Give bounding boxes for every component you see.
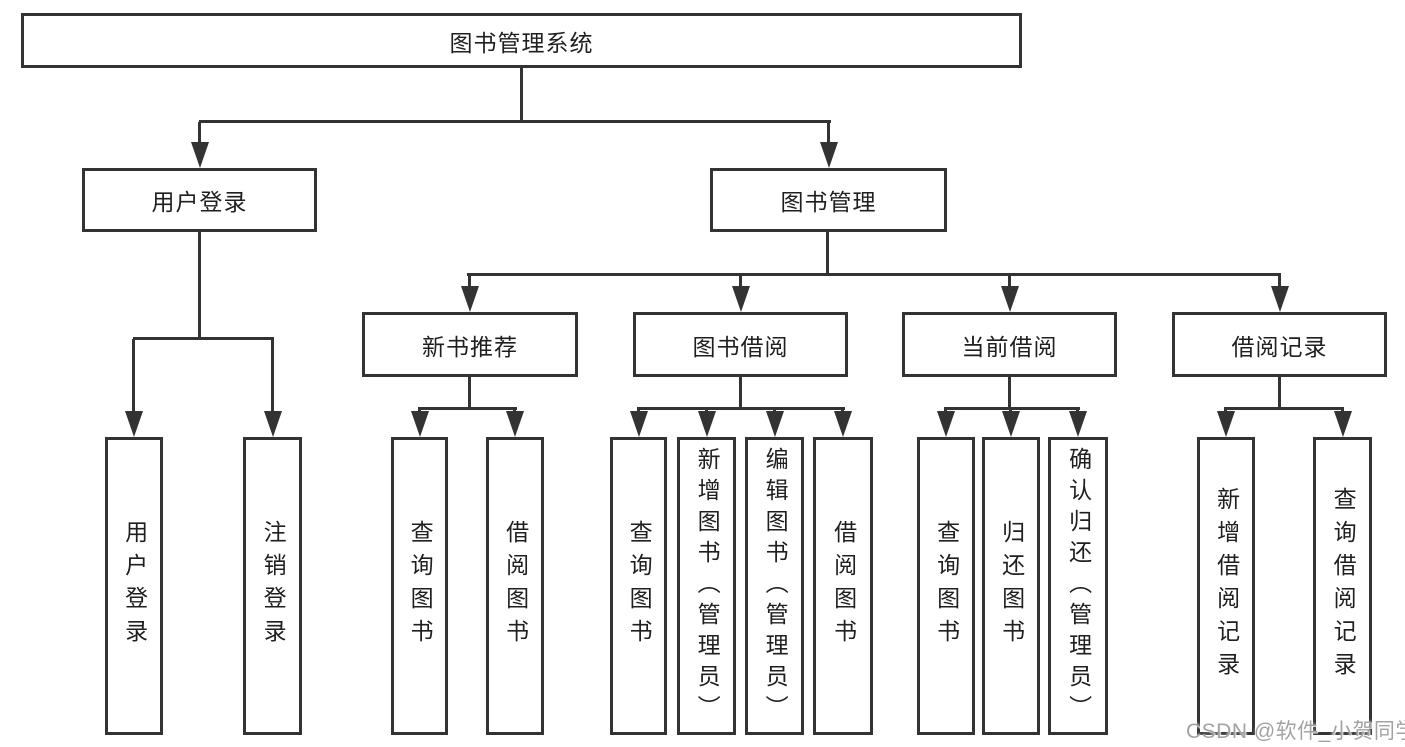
connector-line: [1224, 407, 1344, 410]
arrow-down-icon: [732, 286, 750, 312]
connector-line: [198, 232, 201, 339]
connector-line: [739, 377, 742, 410]
arrow-down-icon: [264, 411, 282, 437]
node-book-management: 图书管理: [710, 168, 947, 232]
connector-line: [271, 339, 274, 421]
connector-line: [418, 407, 517, 410]
node-root-label: 图书管理系统: [449, 29, 594, 56]
connector-line: [1008, 377, 1011, 410]
leaf-query-borrow-record-label: 查询借阅记录: [1330, 487, 1357, 685]
node-user-login: 用户登录: [82, 168, 317, 232]
node-borrow-records: 借阅记录: [1172, 312, 1387, 377]
csdn-watermark: CSDN @软件_小贺同学: [1186, 720, 1405, 743]
leaf-borrow-books: 借阅图书: [813, 437, 873, 735]
leaf-add-book-admin: 新增图书（管理员）: [677, 437, 736, 735]
node-current-borrow-label: 当前借阅: [961, 333, 1058, 360]
node-new-book-recommend: 新书推荐: [362, 312, 578, 377]
leaf-confirm-return-admin-label: 确认归还（管理员）: [1065, 446, 1092, 726]
arrow-down-icon: [834, 411, 852, 437]
leaf-query-books-borrow: 查询图书: [610, 437, 667, 735]
connector-line: [199, 120, 831, 123]
arrow-down-icon: [630, 411, 648, 437]
leaf-add-book-admin-label: 新增图书（管理员）: [694, 446, 721, 726]
connector-line: [468, 275, 471, 295]
connector-line: [739, 275, 742, 295]
arrow-down-icon: [698, 411, 716, 437]
connector-line: [133, 337, 274, 340]
leaf-borrow-books-recommend-label: 借阅图书: [502, 520, 529, 652]
node-current-borrow: 当前借阅: [902, 312, 1117, 377]
leaf-borrow-books-recommend: 借阅图书: [486, 437, 544, 735]
connector-line: [132, 339, 135, 421]
leaf-query-books-current: 查询图书: [917, 437, 975, 735]
arrow-down-icon: [1217, 411, 1235, 437]
arrow-down-icon: [1271, 286, 1289, 312]
connector-line: [520, 68, 523, 122]
arrow-down-icon: [191, 142, 209, 168]
connector-line: [198, 122, 201, 156]
node-borrow-records-label: 借阅记录: [1231, 333, 1328, 360]
leaf-logout-label: 注销登录: [260, 520, 287, 652]
arrow-down-icon: [506, 411, 524, 437]
connector-line: [944, 407, 1080, 410]
connector-line: [468, 377, 471, 410]
node-book-borrow-label: 图书借阅: [692, 333, 789, 360]
leaf-query-books-current-label: 查询图书: [933, 520, 960, 652]
connector-line: [1008, 275, 1011, 295]
leaf-edit-book-admin: 编辑图书（管理员）: [745, 437, 804, 735]
leaf-borrow-books-label: 借阅图书: [830, 520, 857, 652]
connector-line: [637, 407, 845, 410]
leaf-query-books-recommend: 查询图书: [391, 437, 448, 735]
connector-line: [1278, 377, 1281, 410]
node-root: 图书管理系统: [21, 13, 1022, 68]
node-book-borrow: 图书借阅: [633, 312, 848, 377]
leaf-user-login: 用户登录: [105, 437, 163, 735]
arrow-down-icon: [1334, 411, 1352, 437]
arrow-down-icon: [820, 142, 838, 168]
arrow-down-icon: [411, 411, 429, 437]
node-user-login-label: 用户登录: [151, 189, 248, 215]
leaf-add-borrow-record-label: 新增借阅记录: [1213, 487, 1240, 685]
connector-line: [826, 232, 829, 275]
leaf-edit-book-admin-label: 编辑图书（管理员）: [762, 446, 789, 726]
arrow-down-icon: [1069, 411, 1087, 437]
leaf-return-book-label: 归还图书: [998, 520, 1025, 652]
leaf-return-book: 归还图书: [982, 437, 1040, 735]
leaf-query-books-borrow-label: 查询图书: [626, 520, 653, 652]
leaf-query-books-recommend-label: 查询图书: [407, 520, 434, 652]
connector-line: [467, 273, 1281, 276]
connector-line: [827, 122, 830, 156]
arrow-down-icon: [766, 411, 784, 437]
node-new-book-recommend-label: 新书推荐: [422, 333, 518, 360]
arrow-down-icon: [461, 286, 479, 312]
leaf-user-login-label: 用户登录: [121, 520, 148, 652]
connector-line: [1278, 275, 1281, 295]
leaf-query-borrow-record: 查询借阅记录: [1313, 437, 1372, 735]
node-book-management-label: 图书管理: [780, 189, 877, 215]
leaf-logout: 注销登录: [243, 437, 302, 735]
leaf-add-borrow-record: 新增借阅记录: [1197, 437, 1255, 735]
arrow-down-icon: [937, 411, 955, 437]
leaf-confirm-return-admin: 确认归还（管理员）: [1048, 437, 1108, 735]
arrow-down-icon: [125, 411, 143, 437]
arrow-down-icon: [1001, 286, 1019, 312]
arrow-down-icon: [1002, 411, 1020, 437]
